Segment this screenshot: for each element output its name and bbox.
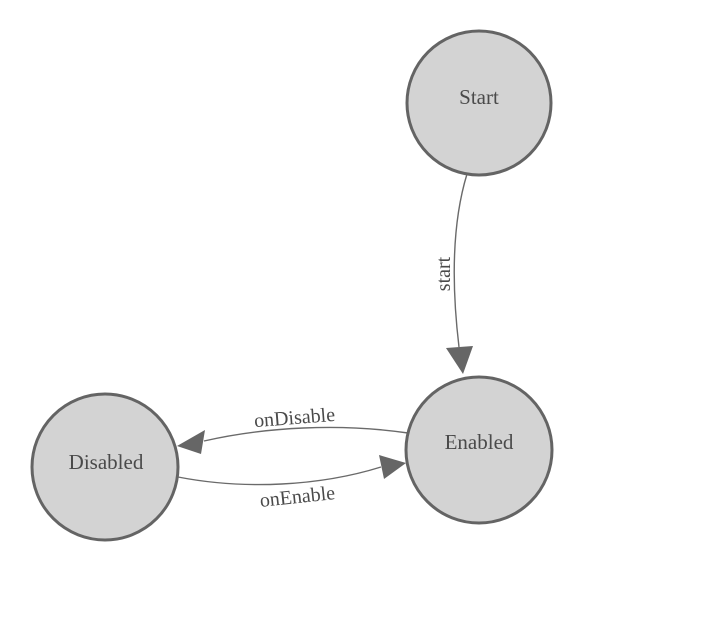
transition-label-onenable: onEnable — [259, 482, 337, 512]
state-label-disabled: Disabled — [69, 450, 144, 474]
arrowhead-right-icon — [379, 455, 406, 479]
state-node-enabled: Enabled — [404, 375, 554, 525]
transition-label-start: start — [433, 256, 455, 291]
transition-onenable: onEnable — [177, 455, 406, 512]
transition-ondisable: onDisable — [177, 404, 409, 454]
transition-start: start — [433, 173, 473, 374]
arrowhead-left-icon — [177, 430, 205, 454]
state-node-start: Start — [405, 29, 553, 177]
state-label-start: Start — [459, 85, 499, 109]
state-node-disabled: Disabled — [30, 392, 180, 542]
state-circle-disabled — [30, 392, 180, 542]
transition-start-edge — [453, 173, 468, 348]
transition-ondisable-edge — [203, 426, 409, 442]
arrowhead-down-icon — [446, 346, 473, 374]
state-label-enabled: Enabled — [445, 430, 514, 454]
transition-onenable-edge — [177, 466, 382, 486]
state-circle-start — [405, 29, 553, 177]
state-circle-enabled — [404, 375, 554, 525]
